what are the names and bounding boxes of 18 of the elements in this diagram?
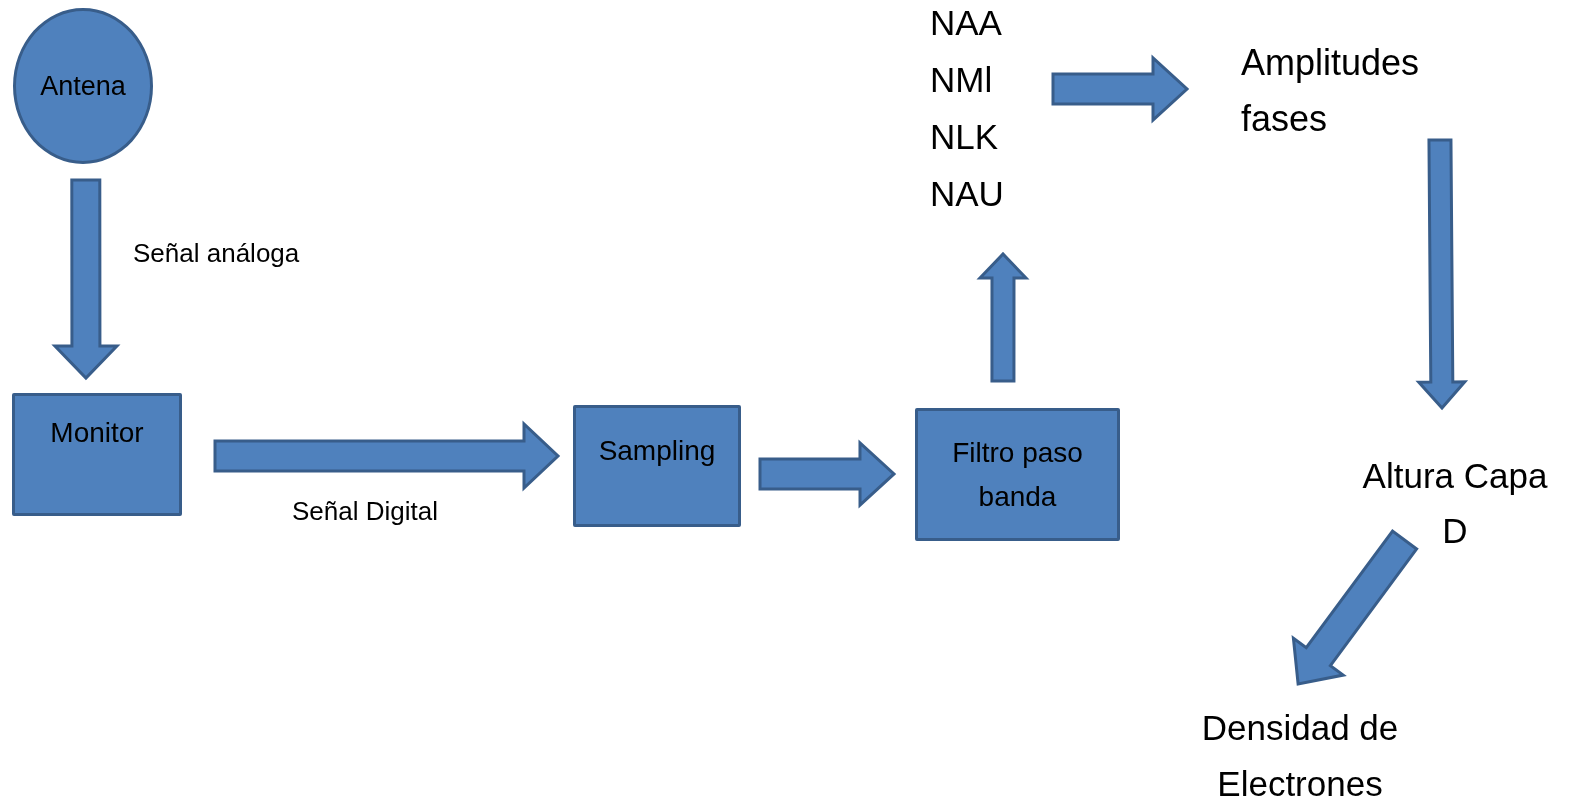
block-arrow	[758, 439, 897, 509]
process-box	[573, 405, 741, 527]
node-label: NAA NMl NLK NAU	[930, 2, 1005, 215]
process-box	[915, 408, 1120, 541]
node-label: Amplitudes fases	[1241, 40, 1421, 141]
node-label: Filtro paso banda	[951, 435, 1084, 514]
block-arrow	[213, 420, 561, 492]
block-arrow	[976, 251, 1030, 383]
block-arrow	[1051, 54, 1190, 124]
block-arrow	[1291, 529, 1419, 686]
node-label: Densidad de Electrones	[1200, 706, 1400, 805]
node-label: Antena	[40, 69, 126, 103]
node-label: Sampling	[598, 434, 716, 468]
block-arrow	[1415, 138, 1469, 411]
block-arrow	[51, 178, 121, 381]
node-label: Monitor	[50, 416, 144, 450]
process-box	[12, 393, 182, 516]
node-label: Altura Capa D	[1361, 454, 1549, 552]
